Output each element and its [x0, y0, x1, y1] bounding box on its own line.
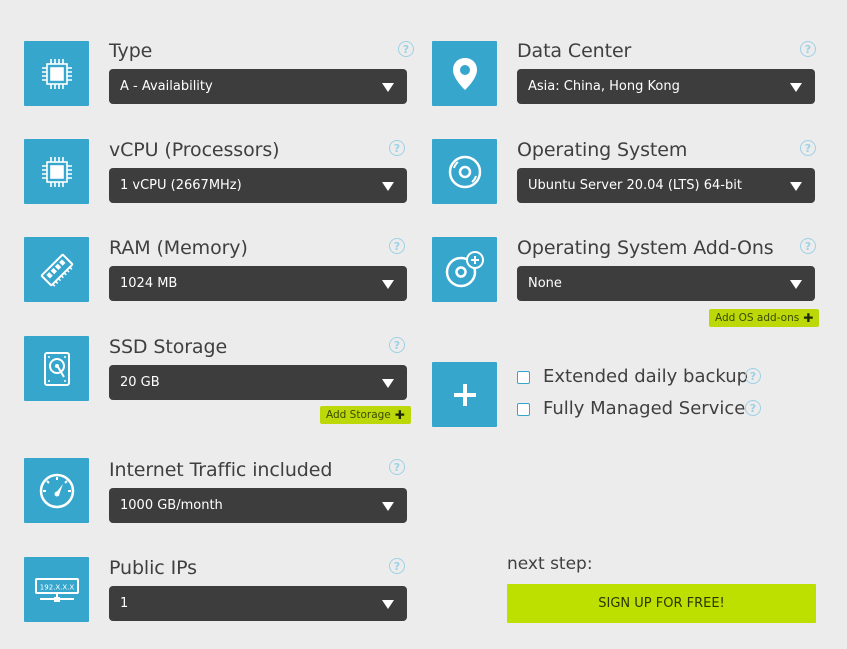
ips-select[interactable]: 1: [109, 586, 407, 621]
ssd-select[interactable]: 20 GB: [109, 365, 407, 400]
add-storage-label: Add Storage: [326, 409, 391, 421]
chevron-down-icon: [790, 182, 802, 191]
traffic-select[interactable]: 1000 GB/month: [109, 488, 407, 523]
vcpu-label: vCPU (Processors): [109, 139, 280, 161]
cpu-chip-icon: [41, 156, 72, 187]
os-label: Operating System: [517, 139, 688, 161]
chevron-down-icon: [382, 83, 394, 92]
speedometer-icon: [39, 473, 74, 508]
ssd-tile: [24, 336, 89, 401]
ssd-label: SSD Storage: [109, 336, 228, 358]
add-os-addons-label: Add OS add-ons: [715, 312, 800, 324]
vcpu-select[interactable]: 1 vCPU (2667MHz): [109, 168, 407, 203]
type-select[interactable]: A - Availability: [109, 69, 407, 104]
ram-module-icon: [40, 253, 73, 287]
chevron-down-icon: [382, 182, 394, 191]
datacenter-help-icon[interactable]: ?: [800, 41, 816, 57]
os-select[interactable]: Ubuntu Server 20.04 (LTS) 64-bit: [517, 168, 815, 203]
plus-icon: ✚: [803, 311, 814, 325]
ram-help-icon[interactable]: ?: [389, 238, 405, 254]
type-tile: [24, 41, 89, 106]
chevron-down-icon: [382, 502, 394, 511]
chevron-down-icon: [790, 280, 802, 289]
add-os-addons-button[interactable]: Add OS add-ons ✚: [709, 309, 820, 327]
ssd-help-icon[interactable]: ?: [389, 337, 405, 353]
chevron-down-icon: [382, 280, 394, 289]
chevron-down-icon: [382, 379, 394, 388]
traffic-tile: [24, 458, 89, 523]
datacenter-label: Data Center: [517, 40, 632, 62]
type-help-icon[interactable]: ?: [398, 41, 414, 57]
traffic-help-icon[interactable]: ?: [389, 459, 405, 475]
traffic-label: Internet Traffic included: [109, 459, 333, 481]
os-select-value: Ubuntu Server 20.04 (LTS) 64-bit: [528, 178, 742, 193]
vcpu-help-icon[interactable]: ?: [389, 140, 405, 156]
extended-backup-label[interactable]: Extended daily backup: [543, 366, 749, 387]
ram-select-value: 1024 MB: [120, 276, 178, 291]
ips-label: Public IPs: [109, 557, 197, 579]
vcpu-tile: [24, 139, 89, 204]
ram-label: RAM (Memory): [109, 237, 248, 259]
disc-add-icon: [445, 250, 484, 287]
datacenter-select-value: Asia: China, Hong Kong: [528, 79, 680, 94]
ip-address-icon: 192.X.X.X: [34, 577, 79, 602]
os-addons-label: Operating System Add-Ons: [517, 237, 774, 259]
vcpu-select-value: 1 vCPU (2667MHz): [120, 178, 242, 193]
next-step-label: next step:: [507, 554, 593, 574]
os-addons-select-value: None: [528, 276, 562, 291]
ips-select-value: 1: [120, 596, 129, 611]
datacenter-tile: [432, 41, 497, 106]
os-help-icon[interactable]: ?: [800, 140, 816, 156]
managed-service-help-icon[interactable]: ?: [745, 400, 761, 416]
extras-tile: [432, 362, 497, 427]
hard-drive-icon: [43, 351, 70, 386]
ssd-select-value: 20 GB: [120, 375, 160, 390]
location-pin-icon: [452, 57, 477, 90]
cpu-chip-icon: [41, 58, 72, 89]
datacenter-select[interactable]: Asia: China, Hong Kong: [517, 69, 815, 104]
os-tile: [432, 139, 497, 204]
os-addons-select[interactable]: None: [517, 266, 815, 301]
plus-icon: [453, 383, 476, 406]
os-addons-help-icon[interactable]: ?: [800, 238, 816, 254]
add-storage-button[interactable]: Add Storage ✚: [320, 406, 411, 424]
plus-icon: ✚: [394, 408, 405, 422]
disc-icon: [448, 155, 481, 188]
ips-help-icon[interactable]: ?: [389, 558, 405, 574]
chevron-down-icon: [790, 83, 802, 92]
ip-icon-text: 192.X.X.X: [39, 583, 74, 591]
os-addons-tile: [432, 237, 497, 302]
managed-service-label[interactable]: Fully Managed Service: [543, 398, 746, 419]
type-select-value: A - Availability: [120, 79, 213, 94]
ram-select[interactable]: 1024 MB: [109, 266, 407, 301]
chevron-down-icon: [382, 600, 394, 609]
extended-backup-checkbox[interactable]: [517, 371, 530, 384]
ips-tile: 192.X.X.X: [24, 557, 89, 622]
traffic-select-value: 1000 GB/month: [120, 498, 223, 513]
managed-service-checkbox[interactable]: [517, 403, 530, 416]
ram-tile: [24, 237, 89, 302]
type-label: Type: [109, 40, 153, 62]
extended-backup-help-icon[interactable]: ?: [745, 368, 761, 384]
sign-up-button[interactable]: SIGN UP FOR FREE!: [507, 584, 816, 623]
